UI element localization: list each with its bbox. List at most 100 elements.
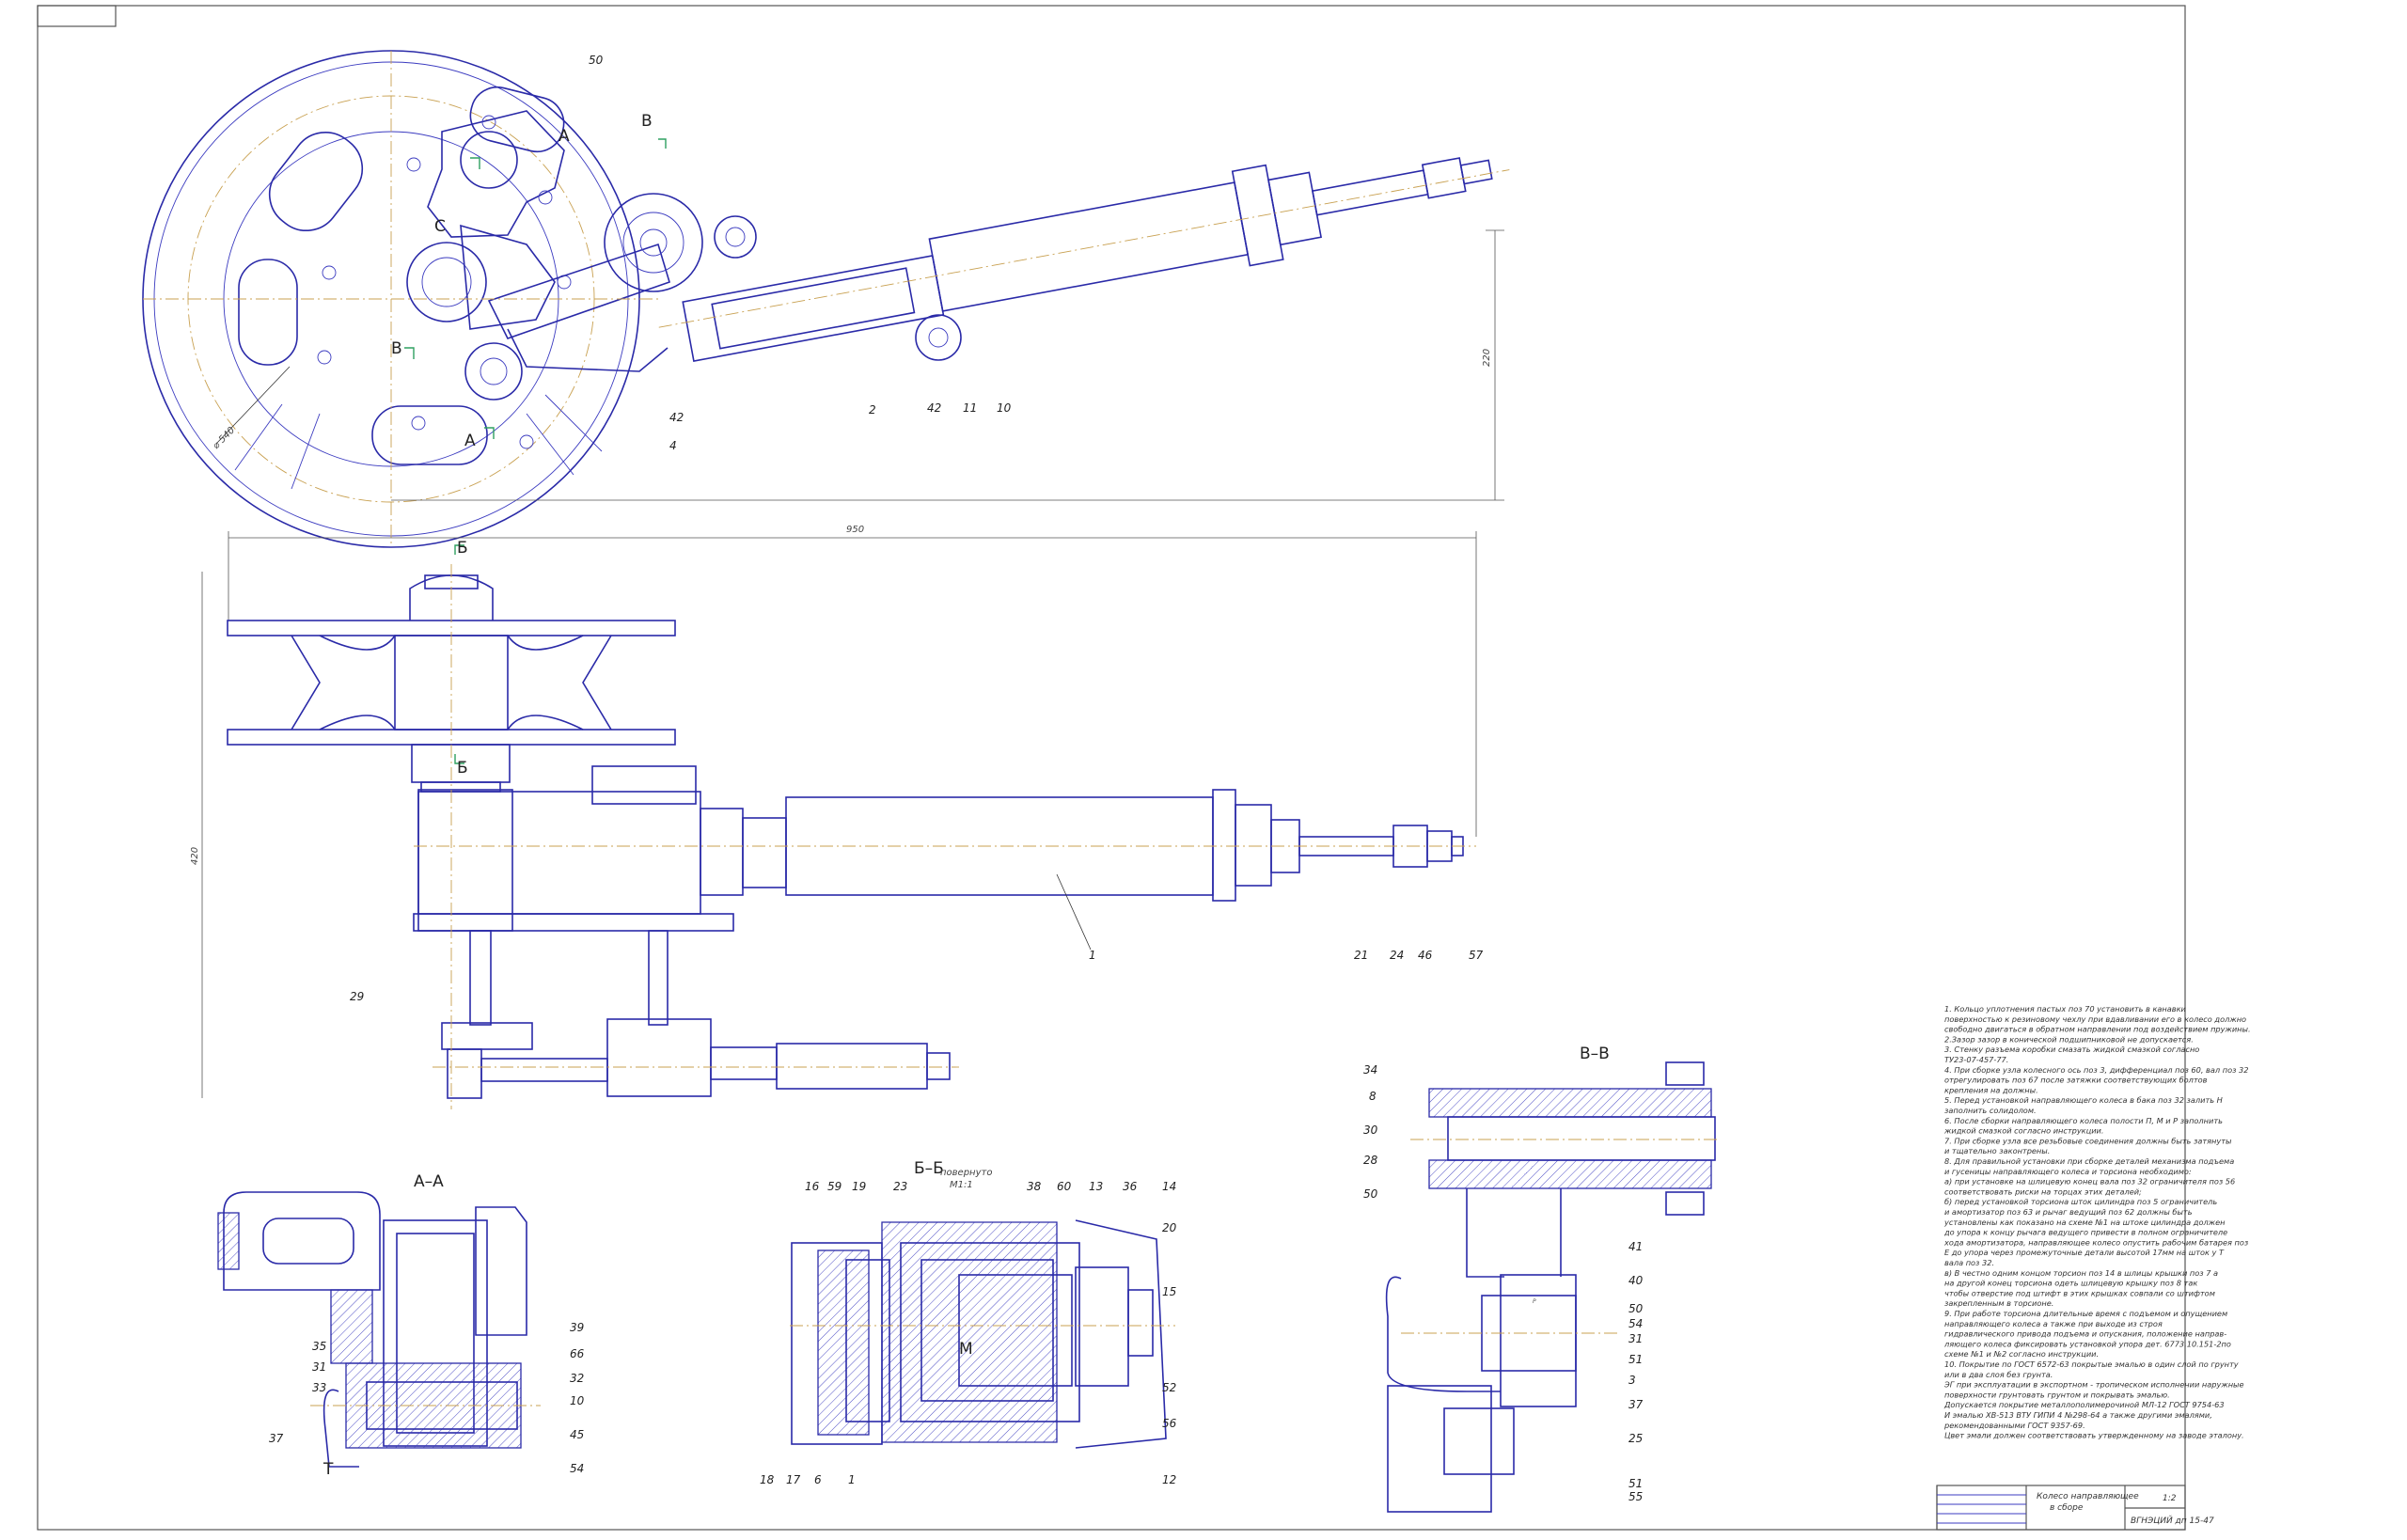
note-line: 8. Для правильной установки при сборке д… bbox=[1944, 1156, 2234, 1166]
title-block-sheet: 1:2 bbox=[2163, 1494, 2177, 1503]
callout: 13 bbox=[1089, 1180, 1103, 1193]
note-line: закрепленным в торсионе. bbox=[1944, 1298, 2053, 1308]
callout: 52 bbox=[1162, 1381, 1176, 1394]
note-line: жидкой смазкой согласно инструкции. bbox=[1943, 1126, 2103, 1136]
callout: 42 bbox=[669, 411, 684, 424]
callout: 37 bbox=[1628, 1398, 1644, 1411]
sheet-frame bbox=[37, 5, 2186, 1531]
note-line: свободно двигаться в обратном направлени… bbox=[1944, 1025, 2251, 1034]
side-view bbox=[201, 531, 1477, 1109]
callout: 66 bbox=[570, 1347, 585, 1360]
dimension-length: 950 bbox=[846, 525, 864, 535]
title-block-name: Колесо направляющее bbox=[2037, 1492, 2139, 1501]
callout: 4 bbox=[669, 439, 677, 452]
callout: 38 bbox=[1027, 1180, 1042, 1193]
note-line: 4. При сборке узла колесного ось поз 3, … bbox=[1944, 1065, 2248, 1075]
top-view bbox=[142, 50, 1510, 548]
callout: 41 bbox=[1628, 1240, 1643, 1253]
note-line: И эмалью ХВ-513 ВТУ ГИПИ 4 №298-64 а так… bbox=[1944, 1410, 2212, 1420]
callout: 36 bbox=[1123, 1180, 1138, 1193]
callout: 55 bbox=[1628, 1490, 1643, 1503]
note-line: и тщательно законтрены. bbox=[1944, 1146, 2050, 1155]
callout: 51 bbox=[1628, 1353, 1643, 1366]
cut-mark: Р bbox=[1533, 1298, 1536, 1305]
note-line: поверхности грунтовать грунтом и покрыва… bbox=[1944, 1390, 2170, 1399]
callout: 16 bbox=[805, 1180, 820, 1193]
cut-mark: С bbox=[434, 217, 446, 236]
cut-mark: Б bbox=[457, 539, 468, 558]
note-line: б) перед установкой торсиона шток цилинд… bbox=[1944, 1197, 2217, 1206]
note-line: 7. При сборке узла все резьбовые соедине… bbox=[1944, 1136, 2232, 1145]
note-line: рекомендованными ГОСТ 9357-69. bbox=[1943, 1421, 2085, 1430]
callout: 51 bbox=[1628, 1477, 1643, 1490]
title-block bbox=[1936, 1485, 2186, 1531]
note-line: Е до упора через промежуточные детали вы… bbox=[1944, 1248, 2225, 1257]
note-line: 6. После сборки направляющего колеса пол… bbox=[1944, 1116, 2223, 1125]
callout: 31 bbox=[1628, 1332, 1643, 1345]
cut-mark: В bbox=[391, 339, 402, 358]
callout: 30 bbox=[1363, 1124, 1378, 1137]
section-scale-bb: М1:1 bbox=[950, 1180, 973, 1190]
title-block-name-2: в сборе bbox=[2050, 1503, 2084, 1513]
section-note-bb: повернуто bbox=[940, 1168, 992, 1178]
callout: 1 bbox=[1089, 949, 1096, 962]
callout: 2 bbox=[869, 403, 876, 416]
callout: 39 bbox=[570, 1321, 584, 1334]
cut-mark: А bbox=[464, 432, 476, 450]
callout: 10 bbox=[570, 1394, 585, 1407]
note-line: хода амортизатора, направляющее колесо о… bbox=[1943, 1237, 2248, 1247]
callout: 56 bbox=[1162, 1417, 1177, 1430]
callout: 8 bbox=[1369, 1090, 1377, 1103]
callout: 42 bbox=[927, 401, 941, 415]
callout: 29 bbox=[350, 990, 364, 1003]
section-bb bbox=[790, 1219, 1175, 1449]
note-line: гидравлического привода подъема и опуска… bbox=[1944, 1329, 2226, 1339]
note-line: или в два слоя без грунта. bbox=[1944, 1370, 2053, 1379]
callout: 10 bbox=[997, 401, 1012, 415]
note-line: 10. Покрытие по ГОСТ 6572-63 покрытые эм… bbox=[1944, 1359, 2239, 1369]
callout: 19 bbox=[852, 1180, 866, 1193]
note-line: заполнить солидолом. bbox=[1944, 1106, 2037, 1115]
note-line: направляющего колеса а также при выходе … bbox=[1944, 1319, 2163, 1328]
note-line: на другой конец торсиона одеть шлицевую … bbox=[1944, 1279, 2197, 1288]
note-line: и гусеницы направляющего колеса и торсио… bbox=[1944, 1167, 2192, 1176]
note-line: крепления на должны. bbox=[1944, 1085, 2038, 1094]
note-line: отрегулировать поз 67 после затяжки соот… bbox=[1944, 1076, 2208, 1085]
callout: 46 bbox=[1418, 949, 1433, 962]
note-line: и амортизатор поз 63 и рычаг ведущий поз… bbox=[1944, 1207, 2193, 1217]
callout: 18 bbox=[760, 1473, 775, 1486]
callout: 60 bbox=[1057, 1180, 1072, 1193]
callout: 25 bbox=[1628, 1432, 1643, 1445]
cut-mark: Б bbox=[457, 759, 468, 778]
note-line: 1. Кольцо уплотнения пастых поз 70 устан… bbox=[1944, 1004, 2187, 1014]
note-line: 9. При работе торсиона длительные время … bbox=[1944, 1309, 2227, 1318]
callout: 35 bbox=[312, 1340, 326, 1353]
callout: 17 bbox=[786, 1473, 801, 1486]
cut-mark: А bbox=[558, 127, 570, 146]
note-line: ЭГ при эксплуатации в экспортном - тропи… bbox=[1943, 1380, 2244, 1390]
callout: 31 bbox=[312, 1360, 326, 1374]
note-line: установлены как показано на схеме №1 на … bbox=[1943, 1218, 2226, 1227]
note-line: ТУ23-07-457-77. bbox=[1944, 1055, 2008, 1064]
note-line: а) при установке на шлицевую конец вала … bbox=[1944, 1177, 2235, 1186]
callout: 57 bbox=[1469, 949, 1484, 962]
note-line: в) В честно одним концом торсион поз 14 … bbox=[1944, 1268, 2218, 1278]
technical-notes: 1. Кольцо уплотнения пастых поз 70 устан… bbox=[1943, 1004, 2251, 1440]
note-line: 5. Перед установкой направляющего колеса… bbox=[1944, 1095, 2223, 1105]
section-title-bb: Б–Б bbox=[914, 1159, 944, 1178]
callout: 54 bbox=[1628, 1317, 1643, 1330]
callout: 28 bbox=[1363, 1154, 1378, 1167]
section-aa bbox=[217, 1191, 541, 1468]
callout: 50 bbox=[589, 54, 604, 67]
cut-mark: Т bbox=[323, 1460, 334, 1479]
callout: 37 bbox=[269, 1432, 284, 1445]
note-line: 3. Стенку разъема коробки смазать жидкой… bbox=[1944, 1045, 2199, 1054]
callout: 15 bbox=[1162, 1285, 1176, 1298]
note-line: ляющего колеса фиксировать установкой уп… bbox=[1943, 1339, 2231, 1348]
callout: 23 bbox=[893, 1180, 907, 1193]
callout: 40 bbox=[1628, 1274, 1644, 1287]
note-line: 2.Зазор зазор в конической подшипниковой… bbox=[1944, 1034, 2194, 1044]
callout: 45 bbox=[570, 1428, 584, 1441]
